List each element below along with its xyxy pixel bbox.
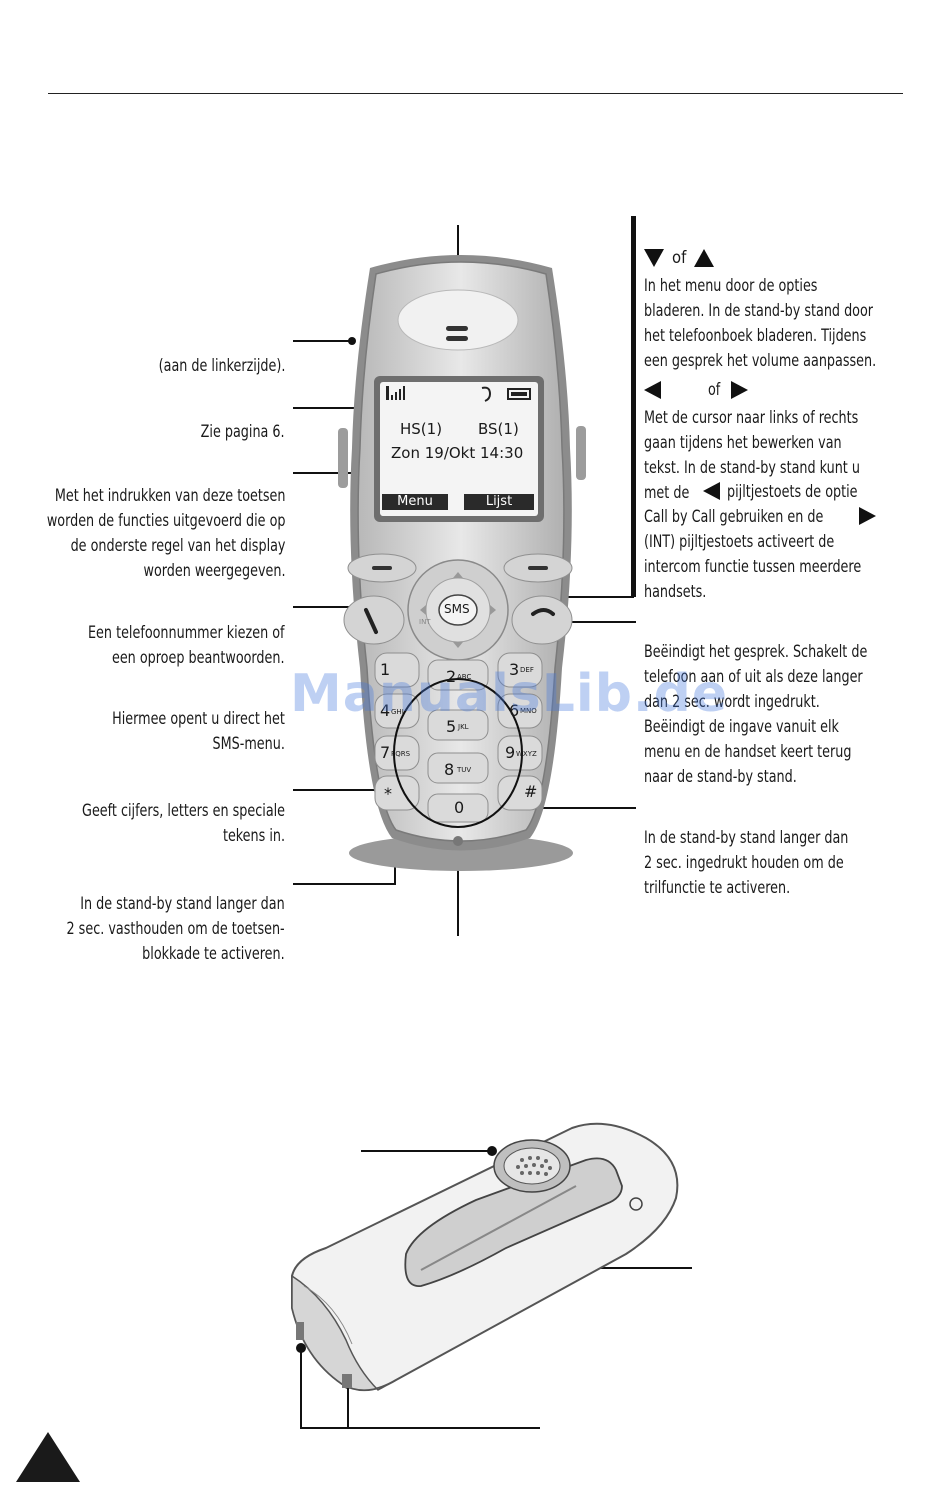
nav-leftright-text-2: pijltjestoets de optie [727, 482, 858, 501]
phone-back-illustration [291, 1122, 679, 1391]
display-datetime: Zon 19/Okt 14:30 [391, 444, 524, 462]
arrow-left-inline-icon [703, 482, 720, 500]
key-5-letters: JKL [458, 723, 469, 731]
key-8: 8 [444, 760, 455, 779]
label-display: Zie pagina 6. [201, 422, 285, 441]
label-star-key: In de stand-by stand langer dan 2 sec. v… [66, 894, 285, 963]
label-keypad: Geeft cijfers, letters en speciale teken… [81, 801, 285, 845]
key-hash: # [524, 782, 538, 801]
nav-updown-heading: of [644, 248, 715, 267]
key-4: 4 [380, 701, 391, 720]
key-star: * [384, 784, 392, 803]
arrow-right-icon [731, 380, 749, 399]
key-4-letters: GHI [391, 708, 404, 716]
nav-leftright-heading: of [644, 380, 749, 399]
nav-leftright-of: of [708, 380, 721, 399]
arrow-left-icon [644, 380, 661, 399]
sms-key-label: SMS [444, 602, 470, 616]
display-softkey-right: Lijst [485, 494, 513, 509]
key-2: 2 [446, 667, 457, 686]
header-rule [48, 93, 903, 94]
end-key-text: Beëindigt het gesprek. Schakelt de telef… [644, 642, 868, 786]
key-0: 0 [454, 798, 465, 817]
int-key-label: INT [419, 618, 431, 626]
label-softkeys: Met het indrukken van deze toetsen worde… [46, 486, 285, 580]
display-softkey-left: Menu [397, 494, 433, 509]
key-5: 5 [446, 717, 457, 736]
display-base: BS(1) [478, 420, 519, 438]
nav-updown-text: In het menu door de opties bladeren. In … [644, 276, 877, 370]
key-6-letters: MNO [520, 707, 537, 715]
key-1: 1 [380, 660, 391, 679]
key-6: 6 [509, 701, 520, 720]
key-2-letters: ABC [457, 673, 472, 681]
nav-updown-of: of [672, 248, 687, 267]
label-call-key: Een telefoonnummer kiezen of een oproep … [88, 623, 285, 667]
nav-leftright-text-1: Met de cursor naar links of rechts gaan … [644, 408, 860, 502]
key-7: 7 [380, 743, 391, 762]
label-sms-key: Hiermee opent u direct het SMS-menu. [112, 709, 285, 753]
key-3-letters: DEF [520, 666, 534, 674]
right-column-bar [631, 216, 636, 597]
label-side-key: (aan de linkerzijde). [158, 356, 285, 375]
nav-leftright-text-3: Call by Call gebruiken en de [644, 507, 824, 526]
arrow-down-icon [644, 248, 664, 267]
watermark: ManualsLib.de [290, 664, 729, 724]
arrow-up-icon [694, 248, 715, 267]
display-handset: HS(1) [400, 420, 443, 438]
hash-key-text: In de stand-by stand langer dan 2 sec. i… [644, 828, 849, 897]
page-corner-triangle-icon [16, 1432, 80, 1482]
key-9: 9 [505, 743, 516, 762]
key-9-letters: WXYZ [516, 750, 537, 758]
arrow-right-inline-icon [859, 507, 876, 525]
key-8-letters: TUV [457, 766, 472, 774]
key-7-letters: PQRS [391, 750, 411, 758]
key-3: 3 [509, 660, 520, 679]
phone-front-illustration [338, 255, 586, 871]
nav-leftright-text-4: (INT) pijltjestoets activeert de interco… [644, 532, 862, 601]
